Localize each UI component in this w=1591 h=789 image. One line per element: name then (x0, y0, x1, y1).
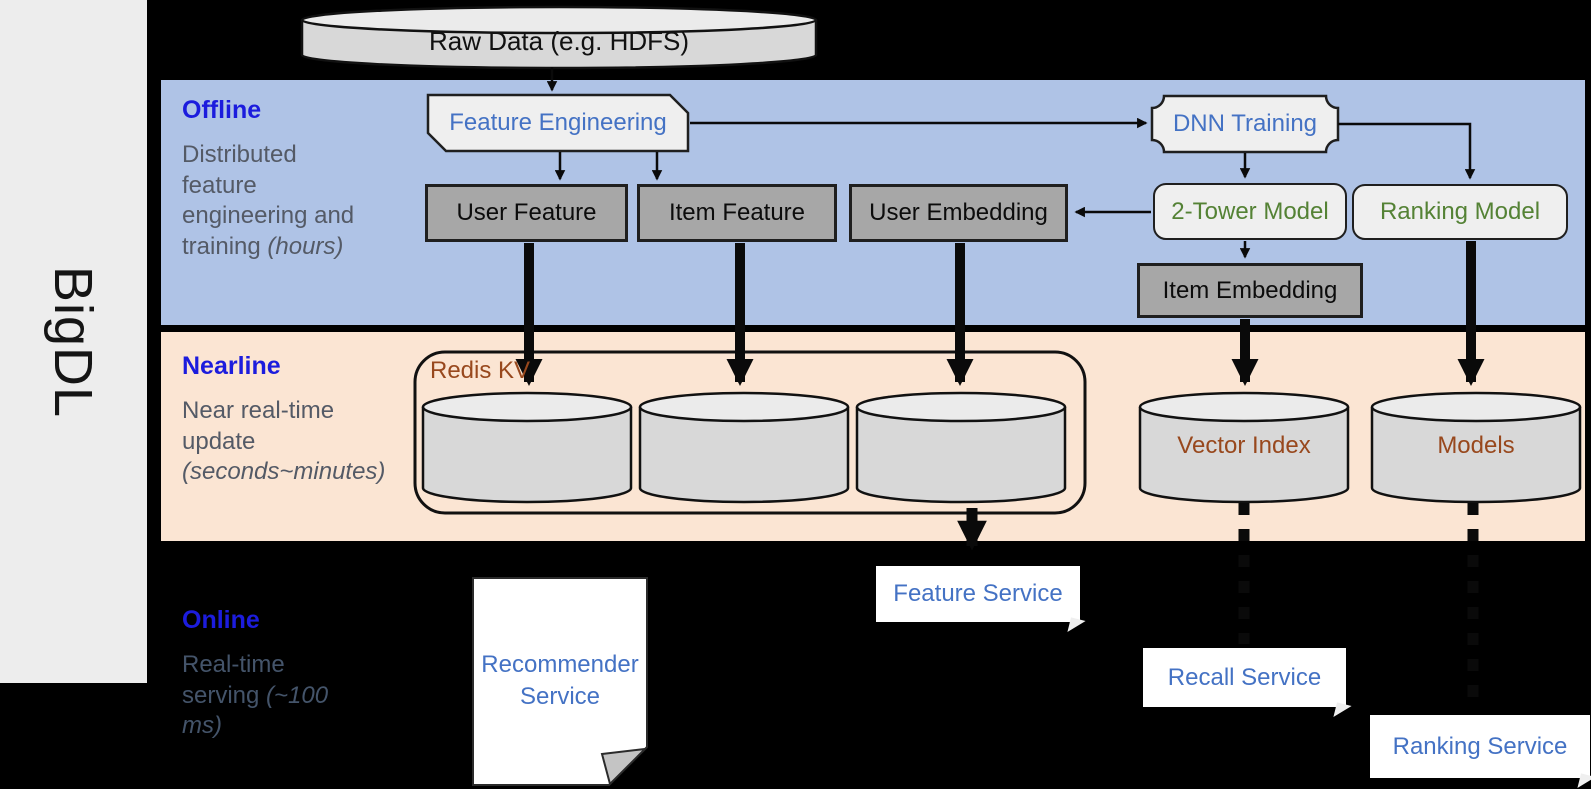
dnn-training-label: DNN Training (1172, 110, 1318, 137)
online-label: Online (182, 606, 260, 634)
page-fold-icon (1067, 617, 1086, 636)
redis-kv-label: Redis KV (430, 357, 531, 384)
nearline-desc-italic: (seconds~minutes) (182, 458, 386, 486)
ranking-service-node: Ranking Service (1370, 715, 1591, 789)
bigdl-brand-label: BigDL (43, 265, 104, 418)
page-fold-icon (1577, 773, 1591, 789)
nearline-desc: Near real-time update (seconds~minutes) (182, 396, 408, 488)
recommender-service-label: Recommender Service (481, 650, 639, 710)
bigdl-sidebar: BigDL (0, 0, 147, 683)
online-desc-italic: (~100 ms) (182, 681, 329, 740)
item-feature-node: Item Feature (637, 184, 837, 242)
offline-label: Offline (182, 96, 262, 124)
offline-desc: Distributed feature engineering and trai… (182, 140, 377, 263)
raw-data-label: Raw Data (e.g. HDFS) (428, 25, 690, 56)
feature-engineering-label: Feature Engineering (449, 109, 667, 136)
offline-desc-text: Distributed feature engineering and trai… (182, 141, 355, 261)
page-fold-icon (1333, 702, 1352, 721)
nearline-desc-text: Near real-time update (182, 397, 335, 455)
vector-index-label: Vector Index (1177, 432, 1311, 459)
models-label: Models (1437, 432, 1515, 459)
online-desc: Real-time serving (~100 ms) (182, 650, 332, 742)
online-desc-text: Real-time serving (182, 651, 285, 709)
offline-desc-italic: (hours) (267, 233, 344, 261)
feature-service-node: Feature Service (876, 566, 1086, 636)
feature-service-label: Feature Service (893, 580, 1063, 607)
item-embedding-node: Item Embedding (1137, 263, 1363, 318)
user-embedding-node: User Embedding (849, 184, 1068, 242)
ranking-model-node: Ranking Model (1352, 184, 1568, 240)
two-tower-model-node: 2-Tower Model (1153, 183, 1347, 240)
user-feature-node: User Feature (425, 184, 628, 242)
recall-service-node: Recall Service (1143, 648, 1352, 721)
recall-service-label: Recall Service (1167, 663, 1322, 691)
nearline-label: Nearline (182, 352, 281, 380)
ranking-service-label: Ranking Service (1392, 732, 1568, 760)
